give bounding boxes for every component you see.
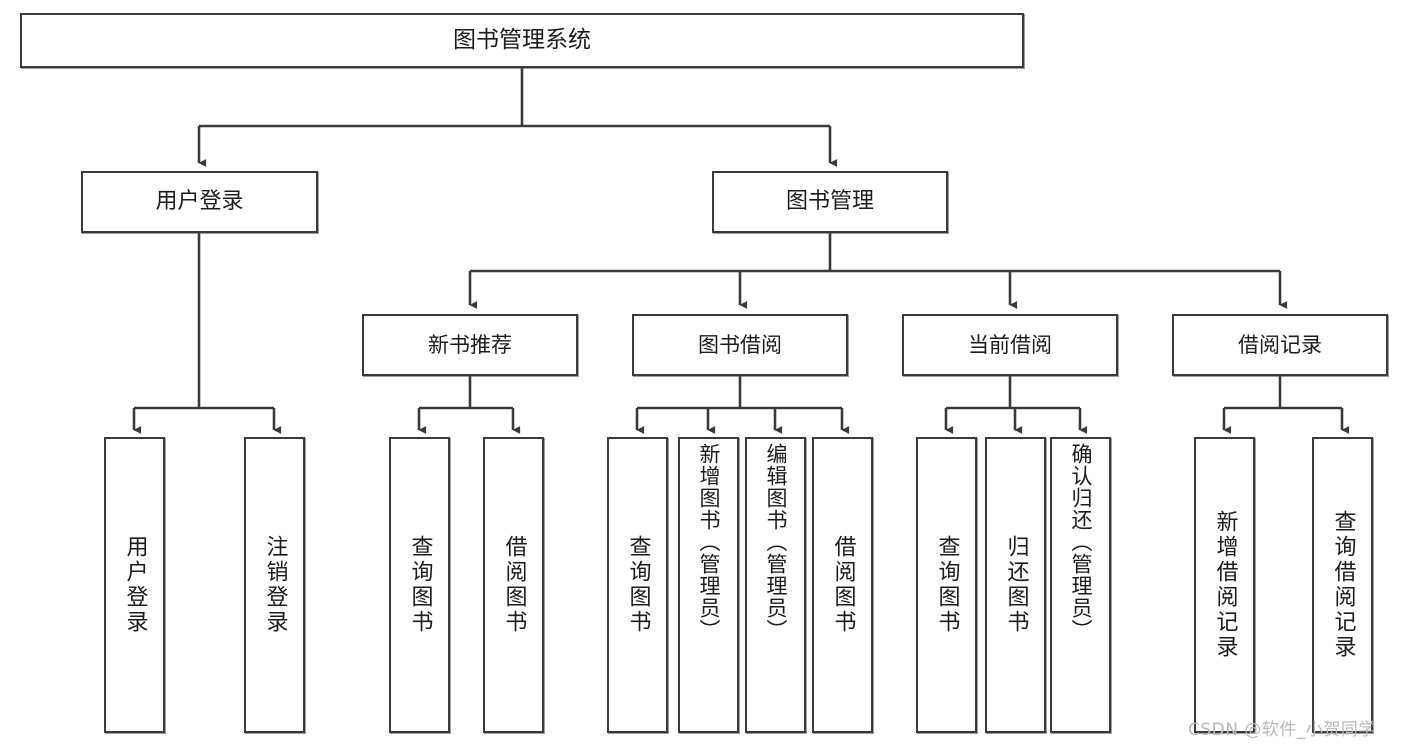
node-label: 查询图书 [625, 535, 651, 635]
node-label: 确认归还（管理员） [1069, 443, 1093, 641]
node-leaf-return-book[interactable]: 归还图书 [985, 437, 1046, 733]
node-current-borrow[interactable]: 当前借阅 [902, 314, 1118, 376]
node-new-book-recommend[interactable]: 新书推荐 [362, 314, 578, 376]
node-leaf-add-borrow-record[interactable]: 新增借阅记录 [1194, 437, 1255, 733]
node-label: 新增图书（管理员） [697, 443, 721, 641]
node-book-borrow[interactable]: 图书借阅 [632, 314, 848, 376]
node-borrow-record[interactable]: 借阅记录 [1172, 314, 1388, 376]
watermark-text: CSDN @软件_小贺同学 [1188, 720, 1376, 740]
node-label: 新书推荐 [428, 332, 512, 357]
node-root-book-management-system[interactable]: 图书管理系统 [20, 13, 1024, 68]
node-label: 借阅图书 [501, 535, 527, 635]
node-leaf-query-book-current[interactable]: 查询图书 [916, 437, 977, 733]
node-leaf-user-login[interactable]: 用户登录 [104, 437, 165, 733]
node-label: 当前借阅 [968, 332, 1052, 357]
node-label: 借阅记录 [1238, 332, 1322, 357]
node-label: 图书借阅 [698, 332, 782, 357]
node-leaf-borrow-book-recommend[interactable]: 借阅图书 [483, 437, 544, 733]
node-label: 借阅图书 [830, 535, 856, 635]
node-label: 图书管理 [785, 189, 874, 215]
node-leaf-confirm-return-admin[interactable]: 确认归还（管理员） [1050, 437, 1111, 733]
node-label: 查询借阅记录 [1330, 510, 1356, 660]
node-label: 用户登录 [155, 189, 244, 215]
node-leaf-borrow-book[interactable]: 借阅图书 [812, 437, 873, 733]
node-leaf-query-borrow-record[interactable]: 查询借阅记录 [1312, 437, 1373, 733]
node-leaf-logout[interactable]: 注销登录 [244, 437, 305, 733]
node-label: 用户登录 [122, 535, 148, 635]
node-label: 编辑图书（管理员） [764, 443, 788, 641]
node-label: 归还图书 [1003, 535, 1029, 635]
node-leaf-add-book-admin[interactable]: 新增图书（管理员） [678, 437, 739, 733]
node-label: 查询图书 [934, 535, 960, 635]
node-leaf-edit-book-admin[interactable]: 编辑图书（管理员） [745, 437, 806, 733]
node-leaf-query-book-borrow[interactable]: 查询图书 [607, 437, 668, 733]
node-label: 注销登录 [262, 535, 288, 635]
node-leaf-query-book-recommend[interactable]: 查询图书 [389, 437, 450, 733]
node-label: 图书管理系统 [453, 26, 591, 53]
node-label: 新增借阅记录 [1212, 510, 1238, 660]
node-user-login[interactable]: 用户登录 [81, 171, 318, 233]
node-label: 查询图书 [407, 535, 433, 635]
node-book-management[interactable]: 图书管理 [712, 171, 948, 233]
